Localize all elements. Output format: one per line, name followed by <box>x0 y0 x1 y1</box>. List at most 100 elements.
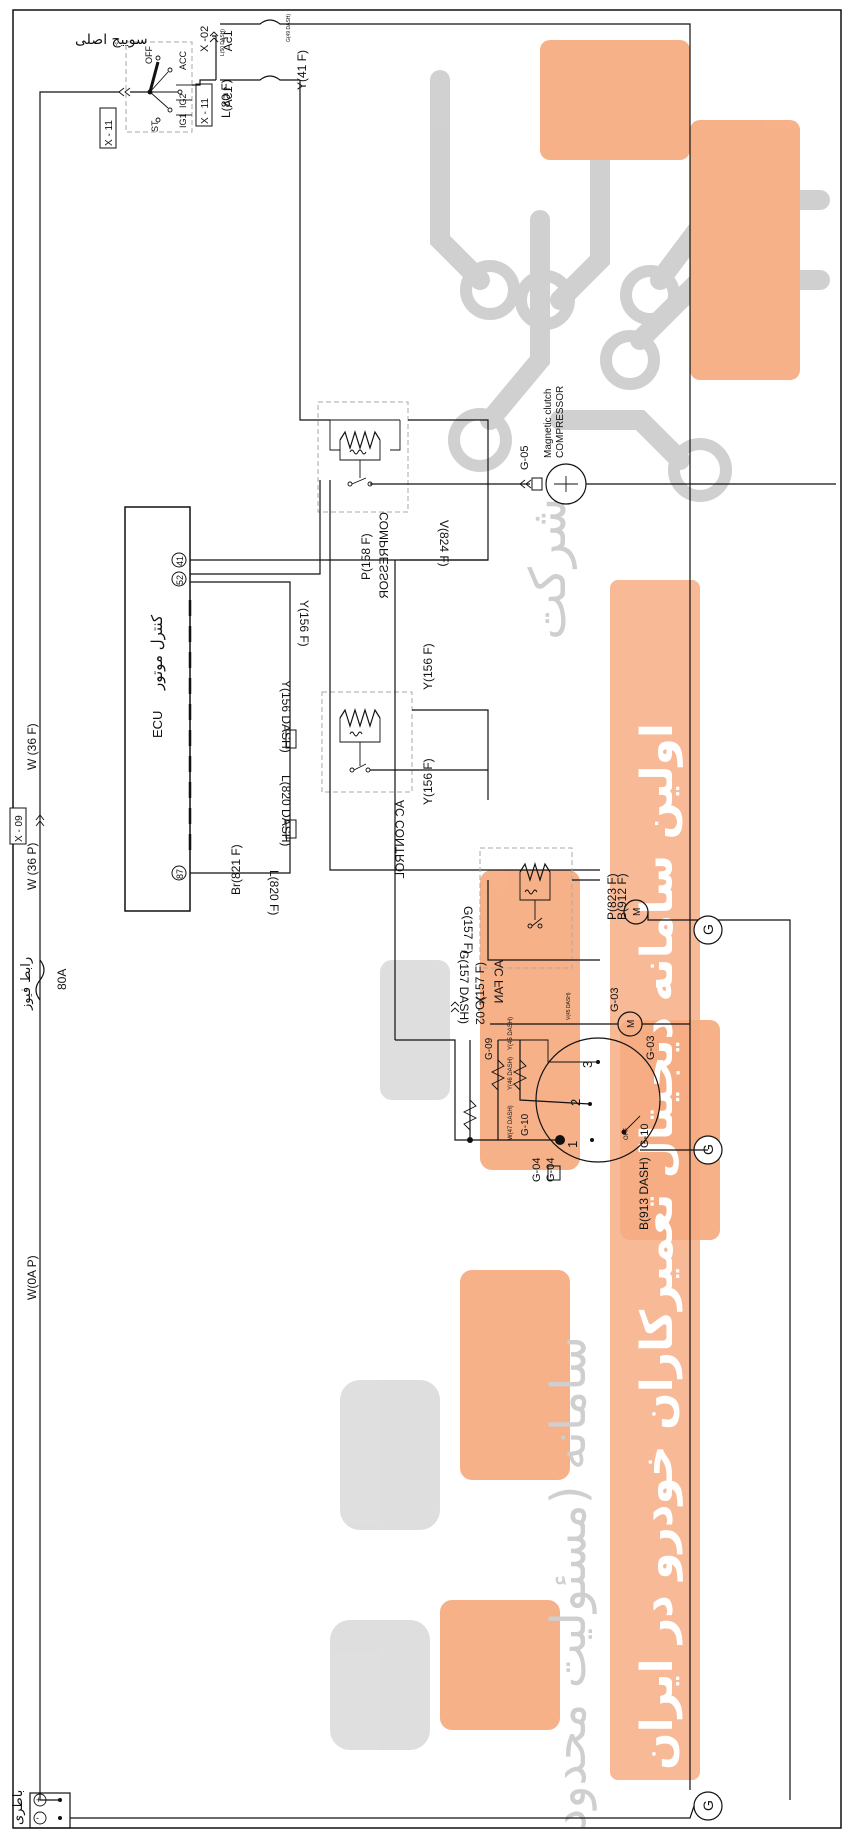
watermark-circuit <box>430 70 830 502</box>
wire-acc-to-fuse <box>192 79 216 86</box>
label-w36p: W (36 P) <box>25 843 39 890</box>
watermark: اولین سامانه دیجیتال تعمیرکاران خودرو در… <box>330 40 830 1830</box>
watermark-logo-gray <box>330 960 450 1750</box>
wire-ig-to-fuse <box>212 35 217 80</box>
label-g10-b: G-10 <box>520 1113 531 1136</box>
svg-text:41: 41 <box>175 556 185 566</box>
main-switch: سوییچ اصلی OFF ACC IG2 IG1 ST <box>75 32 193 133</box>
compressor-relay: COMPRESSOR <box>317 401 409 599</box>
svg-text:OFF: OFF <box>144 46 154 64</box>
svg-text:G: G <box>700 1800 716 1811</box>
connector-g05: G-05 <box>519 446 532 489</box>
main-switch-label: سوییچ اصلی <box>75 32 148 48</box>
ecu-label: ECU <box>150 711 165 738</box>
connector-x11-left: X - 11 <box>99 87 131 149</box>
svg-text:G-04: G-04 <box>531 1158 543 1182</box>
svg-text:X - 09: X - 09 <box>14 815 25 842</box>
watermark-banner-text: اولین سامانه دیجیتال تعمیرکاران خودرو در… <box>632 723 683 1770</box>
label-y156f-a: Y(156 F) <box>297 600 311 647</box>
svg-text:X - 11: X - 11 <box>200 98 211 124</box>
label-g03-b: G-03 <box>645 1036 657 1060</box>
inline-diode-1 <box>285 729 297 749</box>
svg-text:G-04: G-04 <box>545 1158 557 1182</box>
svg-text:3: 3 <box>580 1061 595 1068</box>
svg-text:M: M <box>632 908 643 916</box>
label-y41f: Y(41 F) <box>295 50 309 90</box>
svg-text:15A: 15A <box>221 86 235 107</box>
watermark-banner-band <box>610 580 700 1780</box>
label-w47dash: W(47 DASH) <box>508 1105 514 1140</box>
compressor-relay-label: COMPRESSOR <box>377 512 391 599</box>
label-v824f: V(824 F) <box>437 520 451 567</box>
inline-diode-2 <box>285 819 297 839</box>
svg-text:OFF: OFF <box>624 1128 630 1140</box>
svg-text:87: 87 <box>175 869 185 879</box>
label-w36f: W (36 F) <box>25 723 39 770</box>
label-g157f-a: G(157 F) <box>461 906 475 954</box>
svg-text:1: 1 <box>565 1141 580 1148</box>
label-l820dash: L(820 DASH) <box>279 775 293 846</box>
label-w0a: W(0A P) <box>25 1255 39 1300</box>
svg-text:IG1: IG1 <box>178 113 188 128</box>
svg-text:2: 2 <box>568 1099 583 1106</box>
ac-control-label: AC CONTROL <box>393 800 407 879</box>
watermark-line1: شرکت <box>519 498 577 640</box>
ecu-label-fa: کنترل موتور <box>148 614 166 691</box>
watermark-line2: سامانه (مسئولیت محدود <box>541 1336 597 1830</box>
label-y156f-b: Y(156 F) <box>421 643 435 690</box>
fuse-link: رابط فیوز 80A <box>19 957 69 1011</box>
svg-text:COMPRESSOR: COMPRESSOR <box>555 386 566 458</box>
compressor-clutch: Magnetic clutch COMPRESSOR <box>531 386 587 505</box>
svg-text:X -02: X -02 <box>199 26 211 52</box>
svg-text:G-05: G-05 <box>519 446 531 470</box>
fuse-link-rating: 80A <box>55 969 69 990</box>
watermark-logo <box>440 40 800 1730</box>
ac-fan-relay: AC FAN <box>479 847 573 1003</box>
label-g157f-b: G(157 F) <box>473 962 487 1010</box>
diagram-frame <box>12 9 842 1829</box>
label-y156f-c: Y(156 F) <box>421 758 435 805</box>
ground-symbol-3: G <box>693 1791 723 1821</box>
fuse-15a-bottom: 15A <box>220 75 300 107</box>
svg-text:15A: 15A <box>221 30 235 51</box>
label-p158f: P(158 F) <box>359 533 373 580</box>
svg-text:X -02: X -02 <box>473 996 487 1025</box>
wire-g157 <box>395 1039 470 1141</box>
svg-text:ST: ST <box>150 120 160 132</box>
fuse-15a-top: 15A G(49 DASH) <box>220 14 330 51</box>
svg-text:G(49 DASH): G(49 DASH) <box>286 14 292 42</box>
connector-x02-mid: X -02 <box>450 996 487 1025</box>
label-y156dash: Y(156 DASH) <box>279 680 293 753</box>
connector-g04: G-04 G-04 <box>531 1158 561 1182</box>
label-v45dash: V(45 DASH) <box>566 992 572 1020</box>
svg-text:G: G <box>700 924 716 935</box>
ground-symbol-1: G <box>693 915 723 945</box>
label-y45dash: Y(45 DASH) <box>508 1017 514 1050</box>
wire-y41f <box>299 80 330 421</box>
svg-text:X - 11: X - 11 <box>104 120 115 146</box>
label-y46dash: Y(46 DASH) <box>508 1057 514 1090</box>
label-g03-a: G-03 <box>609 988 621 1012</box>
fan-speed-switch: 3 2 1 OFF <box>535 1037 661 1163</box>
label-l820f: L(820 F) <box>267 870 281 915</box>
label-p823f: P(823 F) <box>605 873 619 920</box>
label-l80f: L(80 F) <box>219 79 233 118</box>
battery-label: باطری <box>11 1790 26 1825</box>
fuse-link-label: رابط فیوز <box>19 957 34 1011</box>
svg-text:-: - <box>36 1813 39 1823</box>
svg-text:IG2: IG2 <box>178 93 188 108</box>
svg-text:M: M <box>626 1020 637 1028</box>
label-br821f: Br(821 F) <box>229 844 243 895</box>
wire-battery-positive <box>39 91 120 1801</box>
svg-text:Magnetic clutch: Magnetic clutch <box>543 389 554 458</box>
ac-control-relay: AC CONTROL <box>321 691 413 879</box>
svg-text:52: 52 <box>175 575 185 585</box>
label-g10-a: G-10 <box>639 1124 651 1148</box>
connector-x02-top: X -02 L(50 DASH) <box>199 26 226 56</box>
svg-text:ACC: ACC <box>178 50 188 70</box>
label-b912f: B(912 F) <box>615 873 629 920</box>
connector-x09: X - 09 <box>9 807 45 845</box>
ecu-box: ECU کنترل موتور 41 52 87 <box>124 506 192 912</box>
wire-top-bus <box>330 23 691 1790</box>
